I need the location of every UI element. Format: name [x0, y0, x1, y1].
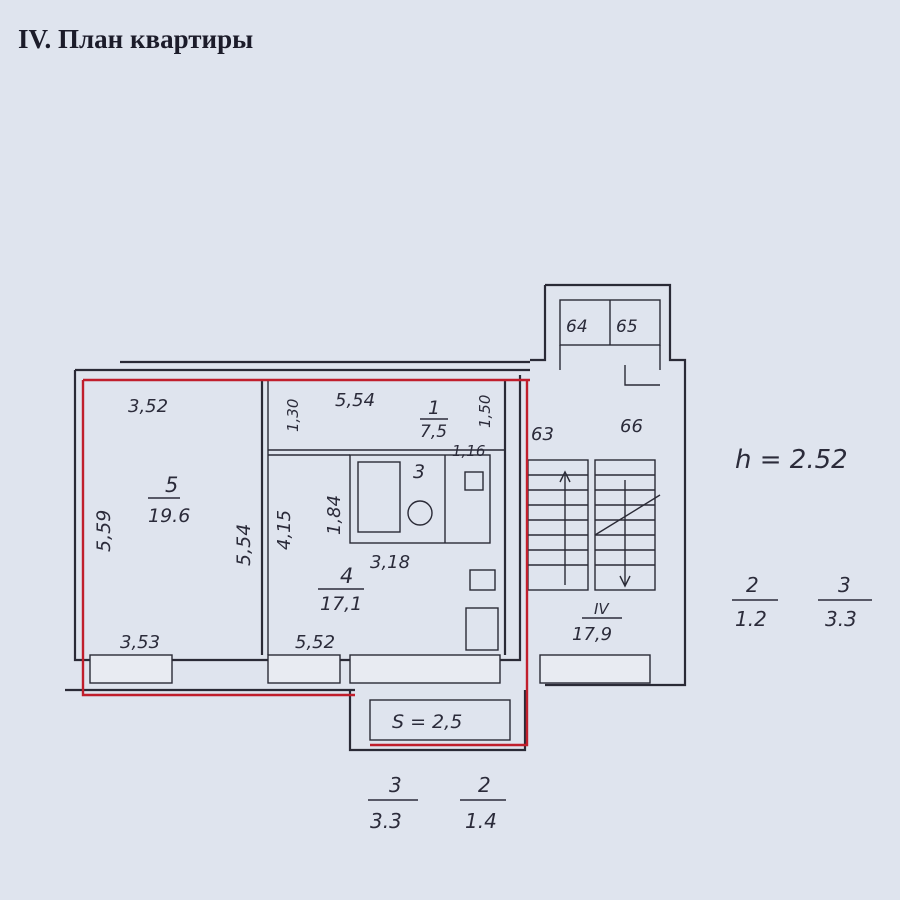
room-labels: 5 19.6 4 17,1 3 1 7,5 IV 17,9 [148, 397, 622, 645]
stair-number: 63 [531, 424, 554, 445]
balcony-area: S = 2,5 [392, 711, 462, 733]
room-area: 17,1 [320, 593, 362, 615]
dimension-labels: 3,52 5,54 1,30 1,50 1,16 5,59 5,54 4,15 … [93, 390, 494, 653]
stair-number: 65 [616, 317, 638, 337]
room-number: 3 [413, 461, 425, 483]
plan-windows [65, 654, 651, 692]
stair-numbers: 64 65 63 66 [531, 317, 643, 445]
dimension: 5,54 [233, 524, 255, 566]
room-number: 4 [340, 564, 353, 588]
plan-walls [73, 360, 530, 662]
balcony-outline [348, 690, 527, 752]
dimension: 3,53 [120, 632, 160, 653]
stair-number: 66 [620, 416, 643, 437]
room-number: 1 [428, 397, 440, 419]
fraction-denominator: 3.3 [370, 809, 402, 833]
dimension: 5,59 [93, 510, 115, 552]
dimension: 5,52 [295, 632, 335, 653]
fraction-denominator: 1.2 [735, 607, 767, 631]
fraction-notes: 2 1.2 3 3.3 3 3.3 2 1.4 [368, 573, 872, 833]
fraction-denominator: 3.3 [825, 607, 857, 631]
fraction-numerator: 2 [746, 573, 759, 597]
fraction-numerator: 3 [389, 773, 402, 797]
room-area: 19.6 [148, 505, 190, 527]
room-number: IV [594, 600, 610, 618]
dimension: 1,50 [476, 395, 494, 428]
fraction-numerator: 2 [478, 773, 491, 797]
room-area: 7,5 [420, 422, 447, 442]
dimension: 4,15 [274, 510, 295, 550]
apartment-boundary [81, 378, 530, 747]
fraction-numerator: 3 [838, 573, 851, 597]
dimension: 1,16 [452, 442, 485, 460]
dimension: 3,18 [370, 552, 410, 573]
dimension: 3,52 [128, 396, 168, 417]
stairwell [527, 283, 687, 687]
stair-number: 64 [566, 317, 588, 337]
dimension: 1,84 [324, 495, 345, 535]
fraction-denominator: 1.4 [465, 809, 497, 833]
page-title: IV. План квартиры [18, 24, 254, 54]
dimension: 1,30 [284, 399, 302, 432]
dimension: 5,54 [335, 390, 375, 411]
ceiling-height-note: h = 2.52 [735, 445, 848, 475]
room-number: 5 [165, 473, 178, 497]
room-area: 17,9 [572, 624, 612, 645]
